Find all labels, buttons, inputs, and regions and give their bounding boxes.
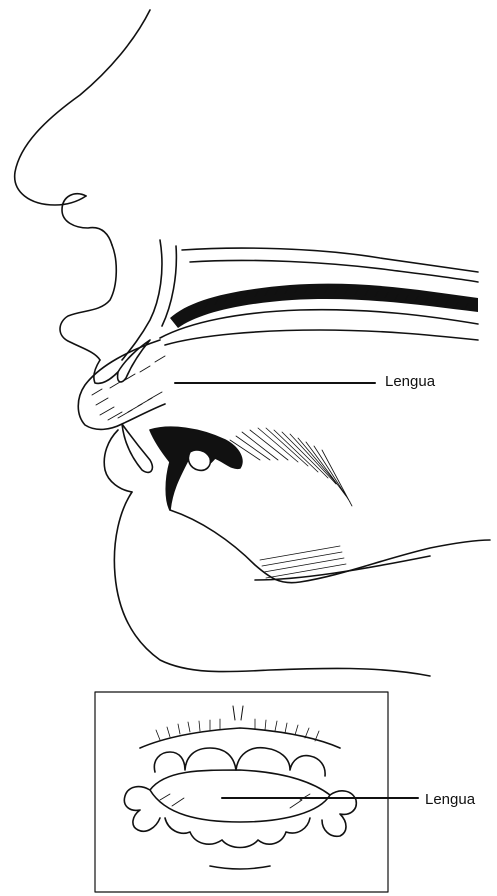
hard-palate-band <box>170 284 478 328</box>
philtrum <box>233 706 243 720</box>
palate-mid-line <box>190 260 478 282</box>
muscle-fibers <box>230 428 352 578</box>
upper-lip-outline <box>60 245 116 360</box>
front-view-tongue-label: Lengua <box>425 791 475 808</box>
front-tongue <box>150 770 330 822</box>
nostril <box>62 194 112 245</box>
tongue-body-upper <box>165 330 478 345</box>
lower-incisor <box>122 424 152 472</box>
front-upper-teeth <box>154 748 325 776</box>
side-view-tongue-label: Lengua <box>385 373 435 390</box>
nasal-cavity-inner <box>162 246 176 326</box>
throat-line <box>255 556 430 580</box>
front-upper-lip <box>140 728 340 748</box>
lip-texture <box>156 719 319 741</box>
inset-frame <box>95 692 388 892</box>
lower-tooth-detail <box>188 450 210 470</box>
tongue-surface-texture <box>92 356 165 420</box>
front-side-teeth-left <box>124 787 160 832</box>
front-lower-lip <box>210 866 270 869</box>
front-view-inset <box>95 692 388 892</box>
chin-contour <box>114 492 430 676</box>
mouth-floor <box>170 510 490 583</box>
lower-lip <box>104 430 132 492</box>
nose-outline <box>15 10 150 205</box>
front-tongue-texture <box>160 794 310 808</box>
upper-incisor <box>118 340 150 382</box>
side-view-section <box>15 10 490 676</box>
